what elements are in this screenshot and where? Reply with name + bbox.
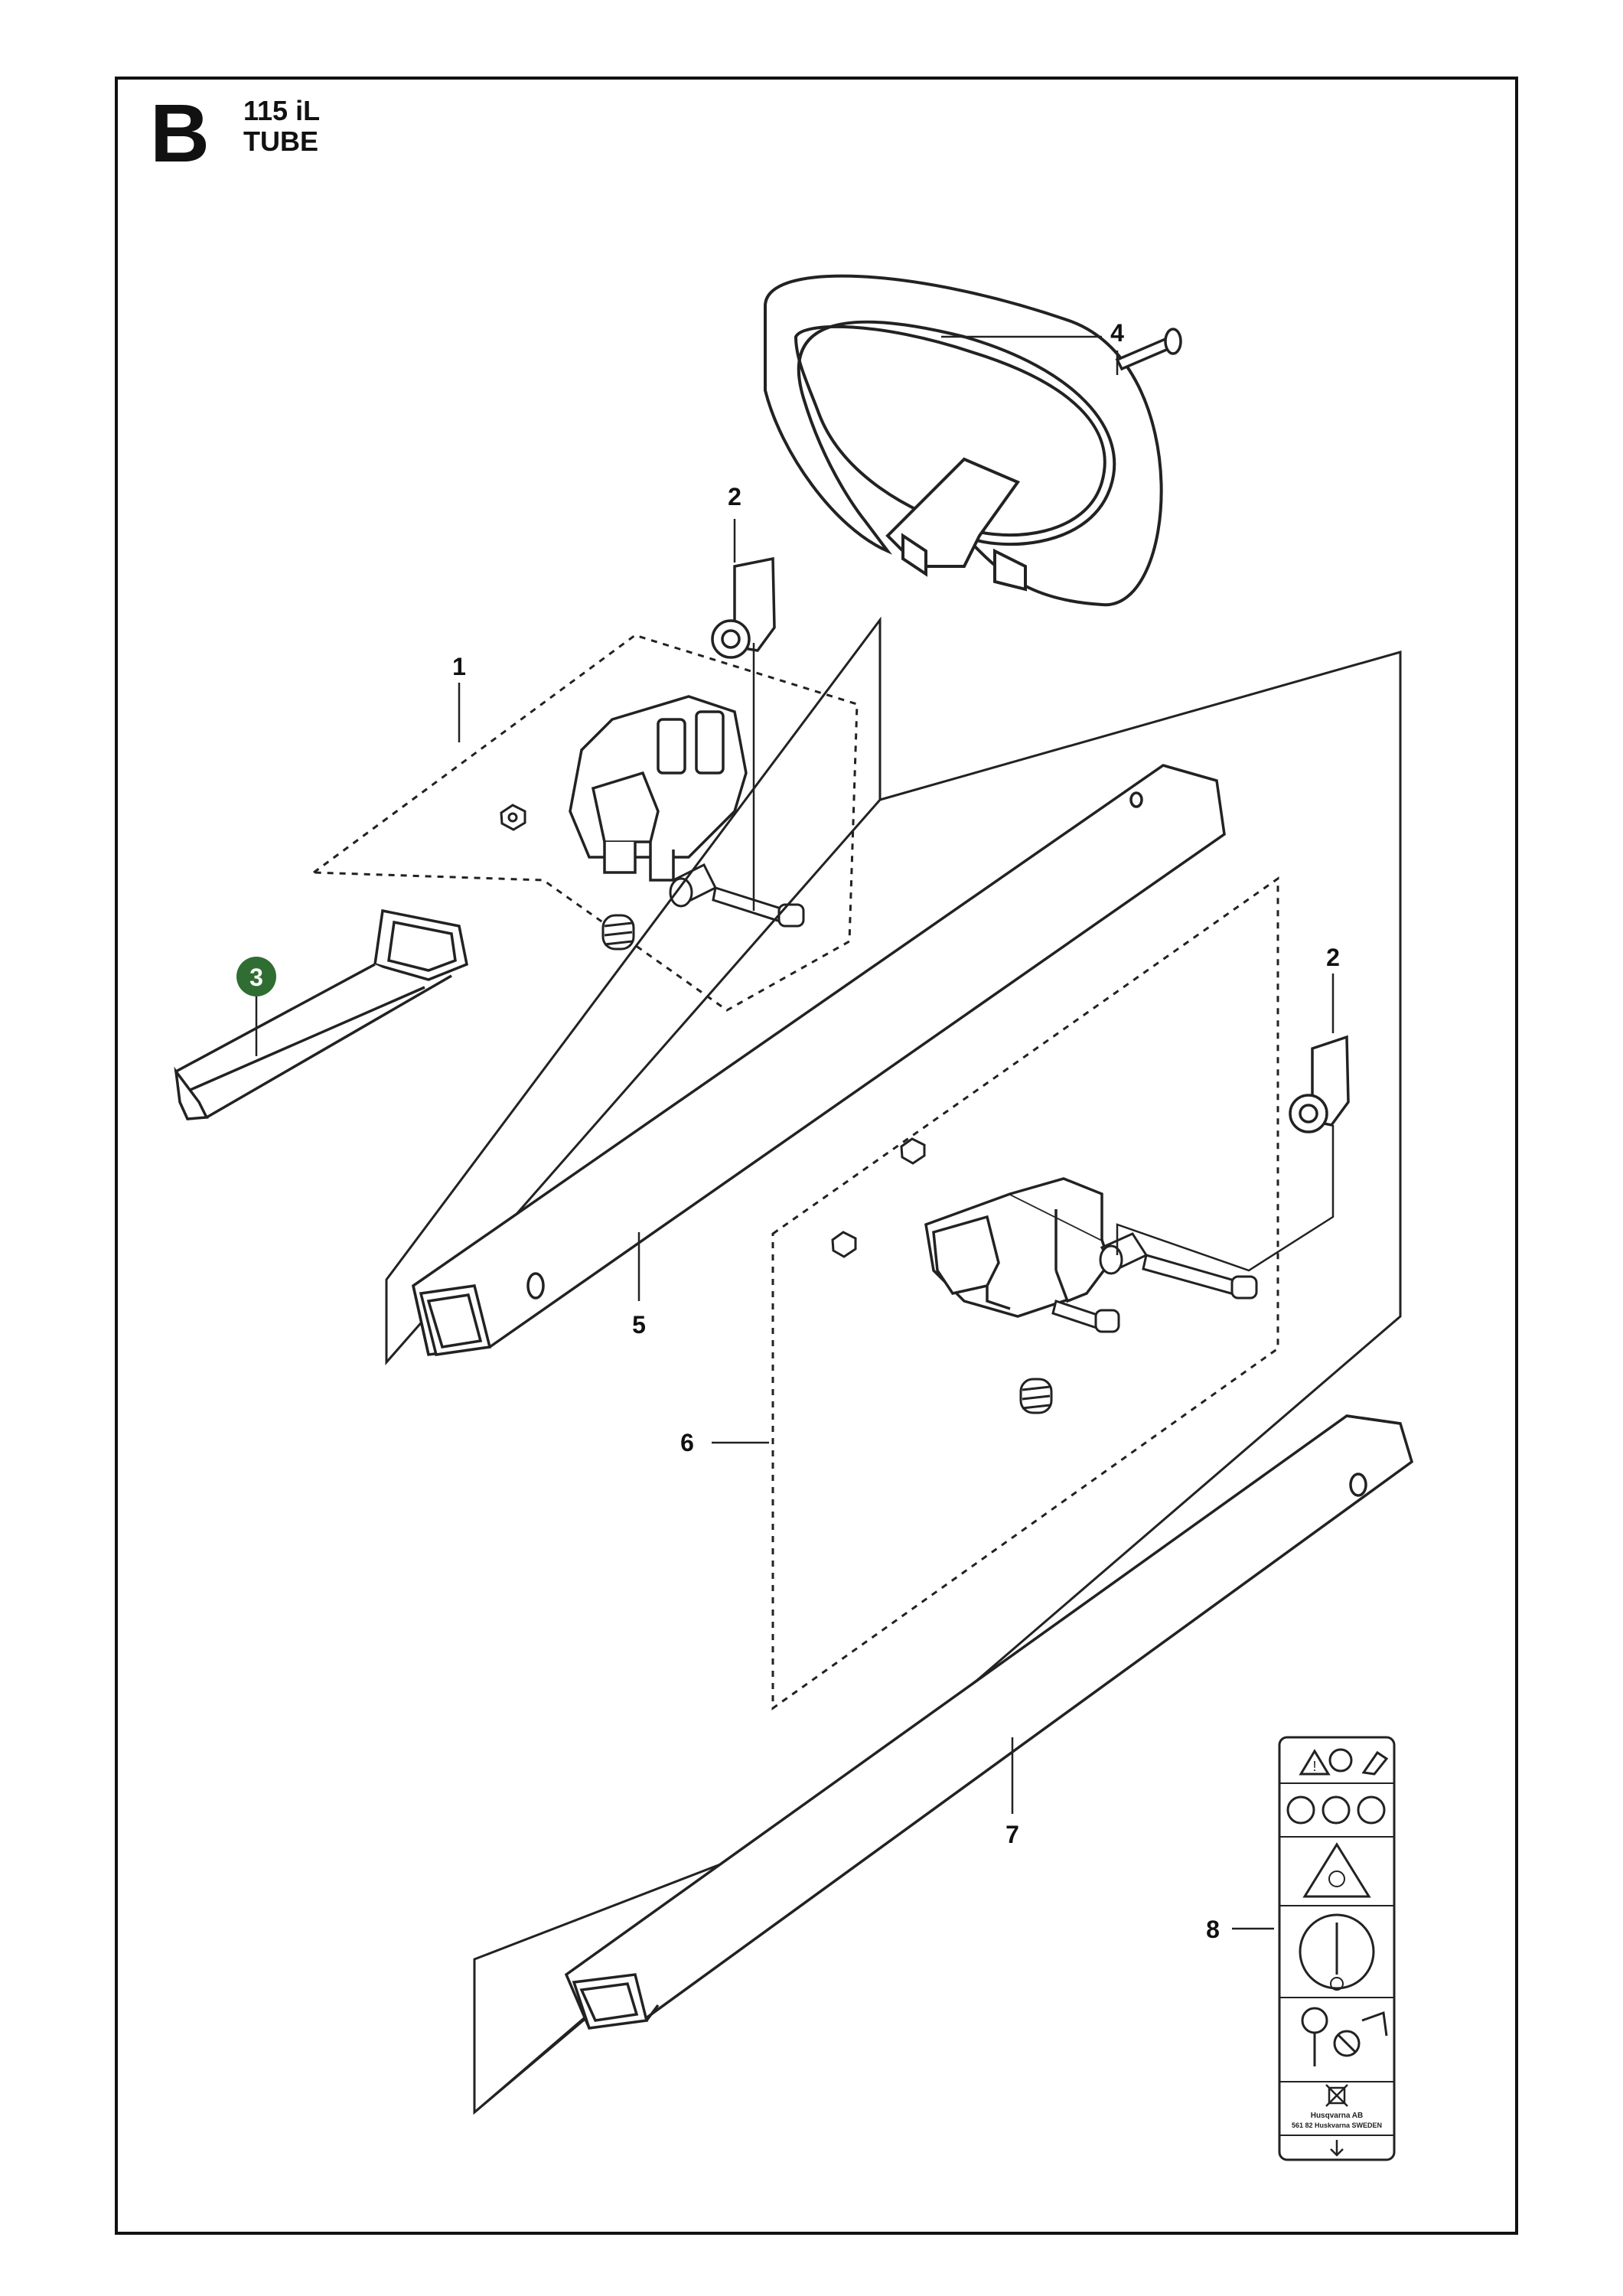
handle-bracket-part-1[interactable] xyxy=(569,695,748,882)
safety-decal-part-8[interactable]: ! Husqvarna AB 561 82 Huskvarna SWEDEN xyxy=(1278,1736,1396,2161)
grip-insert-part-3[interactable] xyxy=(174,908,469,1120)
ear-protection-icon xyxy=(1322,1795,1351,1825)
callout-8-label[interactable]: 8 xyxy=(1206,1916,1220,1943)
screw-part-6b[interactable] xyxy=(1142,1254,1258,1300)
nut-part-6a[interactable] xyxy=(831,1231,857,1258)
clip-part-2-upper[interactable] xyxy=(711,556,776,659)
callout-7-label[interactable]: 7 xyxy=(1005,1821,1019,1848)
callout-5-label[interactable]: 5 xyxy=(632,1311,646,1339)
no-blade-icon xyxy=(1301,2007,1388,2066)
model-name: 115 iL xyxy=(243,95,321,126)
assembly-group-6 xyxy=(771,876,1279,1711)
clip-attach-line xyxy=(1116,1125,1335,1272)
hand-glove-icon xyxy=(1361,1750,1389,1776)
safety-distance-icon xyxy=(1299,1913,1375,1991)
nut-part-1[interactable] xyxy=(500,804,526,831)
callout-2b-label[interactable]: 2 xyxy=(1326,944,1340,971)
screw-part-6a[interactable] xyxy=(1051,1300,1120,1333)
spring-part-1[interactable] xyxy=(601,914,635,951)
tube-part-7[interactable] xyxy=(564,1414,1414,2030)
leader-lines xyxy=(255,335,1335,1930)
loop-handle-part-4[interactable] xyxy=(764,274,1163,607)
boot-icon xyxy=(1357,1795,1386,1825)
handle-bolt[interactable] xyxy=(1115,328,1182,371)
no-trash-icon xyxy=(1325,2084,1348,2107)
section-letter: B xyxy=(150,86,210,179)
decal-company: Husqvarna AB xyxy=(1311,2112,1364,2120)
callout-2a-label[interactable]: 2 xyxy=(728,483,741,510)
warning-triangle-icon: ! xyxy=(1299,1749,1331,1776)
clip-part-2-lower[interactable] xyxy=(1289,1035,1350,1133)
callout-4-label[interactable]: 4 xyxy=(1110,319,1124,347)
part-plane-5 xyxy=(385,616,882,1365)
decal-address: 561 82 Huskvarna SWEDEN xyxy=(1292,2122,1382,2129)
spring-part-6[interactable] xyxy=(1019,1378,1053,1414)
svg-text:!: ! xyxy=(1312,1759,1316,1774)
lower-bracket-part-6[interactable] xyxy=(924,1177,1111,1318)
eye-protection-icon xyxy=(1286,1795,1315,1825)
callout-3-label: 3 xyxy=(249,964,263,991)
nut-part-6b[interactable] xyxy=(900,1137,926,1165)
read-manual-icon xyxy=(1328,1748,1353,1773)
page-frame xyxy=(115,77,1518,2235)
callout-6-label[interactable]: 6 xyxy=(680,1429,694,1456)
page-title: TUBE xyxy=(243,126,318,157)
screw-part-1[interactable] xyxy=(712,886,805,928)
callout-1-label[interactable]: 1 xyxy=(452,653,466,680)
thrown-objects-warning-icon xyxy=(1302,1842,1371,1898)
arrow-down-icon xyxy=(1330,2140,1344,2157)
tube-part-5[interactable] xyxy=(412,764,1226,1356)
pin-part-6[interactable] xyxy=(1099,1232,1149,1275)
callout-3-badge[interactable]: 3 xyxy=(236,957,276,996)
